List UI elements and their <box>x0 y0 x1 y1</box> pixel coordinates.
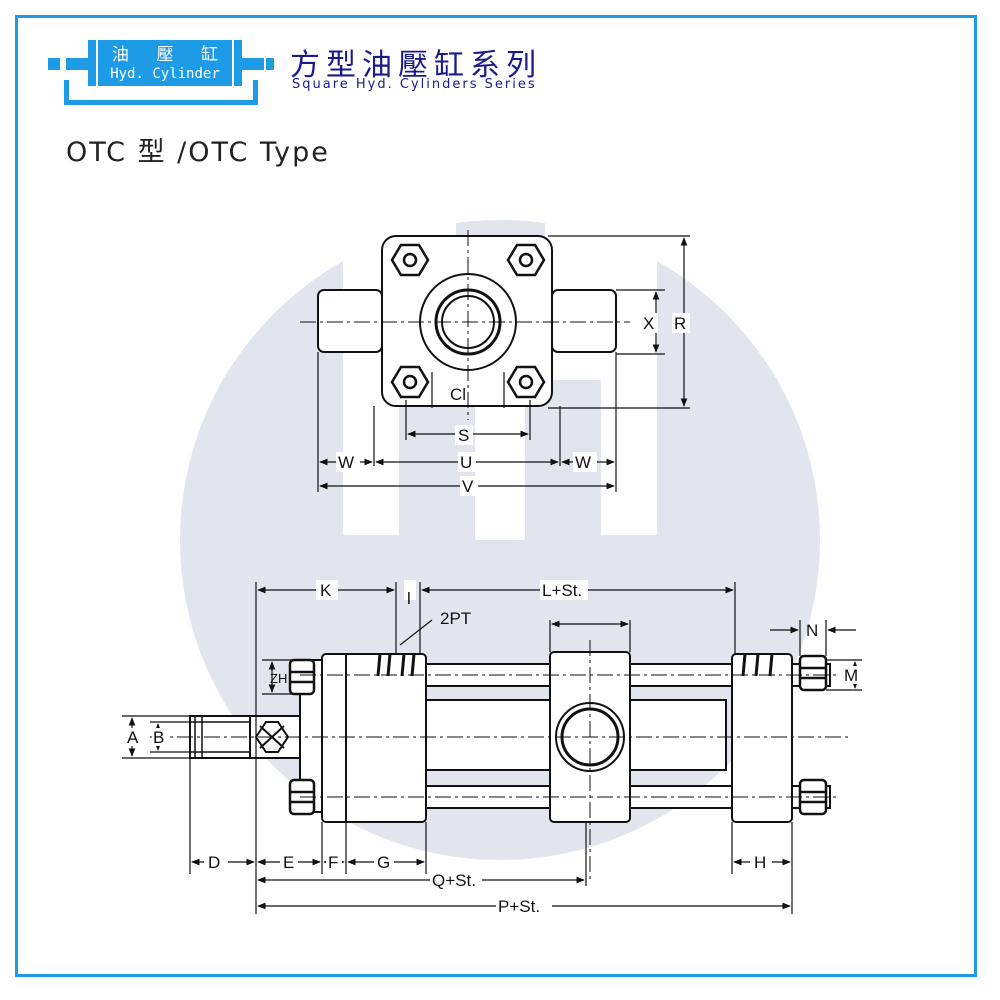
logo-bar <box>64 80 69 105</box>
label-f: F <box>328 853 338 872</box>
extension-lines <box>317 235 690 492</box>
label-r: R <box>674 314 686 333</box>
series-subtitle: Square Hyd. Cylinders Series <box>292 77 537 92</box>
label-w-right: W <box>575 453 591 472</box>
logo-box <box>98 40 232 86</box>
side-view-labels: K l L+St. 2PT N M ZH A B D E F G H Q+St.… <box>126 580 864 916</box>
logo-bar <box>48 58 60 70</box>
label-g: G <box>377 853 390 872</box>
label-cl: Cl <box>450 385 466 404</box>
logo-english: Hyd. Cylinder <box>110 66 220 82</box>
thread-marks <box>190 716 250 758</box>
logo-bar <box>266 58 274 70</box>
label-m: M <box>844 666 858 685</box>
label-h: H <box>754 853 766 872</box>
label-zh: ZH <box>270 671 287 686</box>
label-x: X <box>643 314 654 333</box>
centerlines <box>300 230 630 420</box>
label-a: A <box>127 728 139 747</box>
head-block <box>321 653 427 823</box>
logo-bar <box>242 58 264 70</box>
label-n: N <box>806 621 818 640</box>
port-marks <box>376 653 774 677</box>
end-cap <box>731 653 793 823</box>
page-frame <box>15 15 977 977</box>
label-w-left: W <box>338 453 354 472</box>
label-i: l <box>407 589 411 608</box>
label-d: D <box>208 853 220 872</box>
label-q-st: Q+St. <box>432 871 476 890</box>
logo-bar <box>88 40 96 86</box>
label-k: K <box>320 581 332 600</box>
logo-char: 壓 <box>156 44 174 65</box>
company-logo: 油 壓 缸 Hyd. Cylinder <box>48 36 274 110</box>
side-extension-lines <box>122 582 862 914</box>
logo-bar <box>64 100 258 105</box>
side-centerlines <box>150 640 850 880</box>
label-u: U <box>460 453 472 472</box>
logo-bar <box>234 40 242 86</box>
label-p-st: P+St. <box>498 897 540 916</box>
logo-char: 油 <box>111 44 129 65</box>
label-b: B <box>153 728 164 747</box>
logo-char: 缸 <box>201 44 219 65</box>
logo-chinese: 油 壓 缸 <box>98 40 232 65</box>
label-v: V <box>462 477 474 496</box>
label-s: S <box>458 426 469 445</box>
hex-nuts <box>390 243 546 399</box>
logo-bar <box>253 80 258 105</box>
side-nuts <box>288 654 828 816</box>
series-title: 方型油壓缸系列 <box>290 48 542 83</box>
top-view <box>300 230 690 492</box>
label-2pt: 2PT <box>440 609 471 628</box>
label-e: E <box>283 853 294 872</box>
left-trunnion <box>317 289 383 353</box>
label-l-st: L+St. <box>542 581 582 600</box>
right-trunnion <box>551 289 617 353</box>
top-view-labels: X R Cl S W U W V <box>336 313 690 496</box>
type-heading: OTC 型 /OTC Type <box>66 137 330 168</box>
side-view <box>122 582 862 914</box>
